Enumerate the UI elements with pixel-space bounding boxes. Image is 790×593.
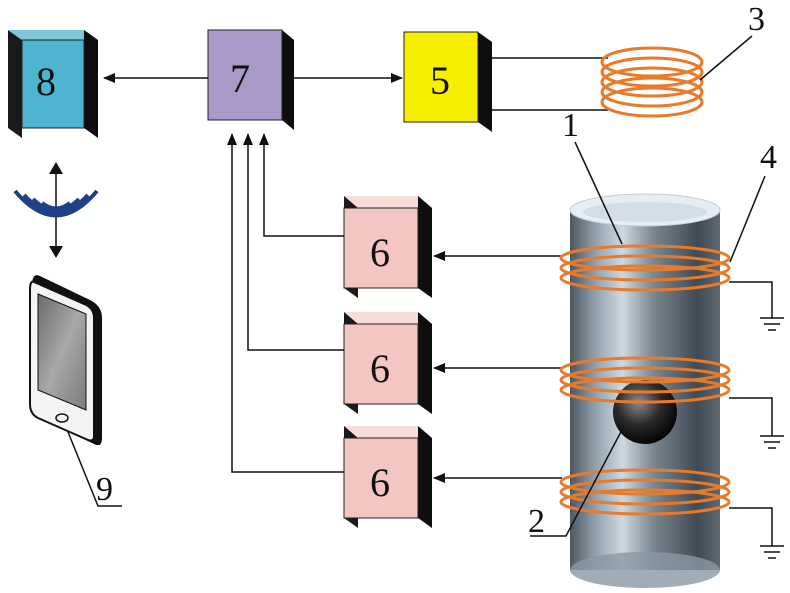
receiver-block-middle: 6 <box>343 312 432 414</box>
callout-leader-9 <box>67 431 122 507</box>
controller-label: 7 <box>230 56 250 101</box>
line-receiver-top-to-controller <box>259 133 344 237</box>
controller-face <box>207 29 283 121</box>
smartphone-icon <box>29 275 102 446</box>
driver-block: 5 <box>403 31 492 132</box>
ground-symbol-icon <box>729 281 784 331</box>
callout-1: 1 <box>562 107 579 144</box>
callout-leader-2 <box>530 425 625 537</box>
driver-face <box>403 31 479 123</box>
sensing-coil-top <box>559 244 731 292</box>
receiver-middle-label: 6 <box>370 346 390 391</box>
callout-leader-4 <box>729 175 766 263</box>
callout-4: 4 <box>760 139 777 176</box>
ground-symbol-icon <box>729 507 784 559</box>
excitation-coil <box>600 46 704 118</box>
receiver-block-top: 6 <box>343 196 432 298</box>
ground-symbol-icon <box>729 397 784 449</box>
driver-label: 5 <box>430 58 450 103</box>
callout-2: 2 <box>528 503 545 540</box>
display-unit-face <box>21 39 85 129</box>
callout-leader-1 <box>574 141 623 245</box>
receiver-bottom-label: 6 <box>370 460 390 505</box>
sensing-coil-bottom <box>559 468 731 516</box>
callout-9: 9 <box>96 471 113 508</box>
wireless-signal-icon <box>13 162 99 258</box>
receiver-top-label: 6 <box>370 230 390 275</box>
sensing-coil-middle <box>559 356 731 404</box>
display-unit-label: 8 <box>36 59 56 104</box>
line-receiver-bottom-to-controller <box>227 133 344 473</box>
line-receiver-middle-to-controller <box>243 133 344 351</box>
receiver-block-bottom: 6 <box>343 426 432 528</box>
display-unit-block: 8 <box>8 30 98 138</box>
controller-block: 7 <box>207 29 294 130</box>
metal-ball <box>613 380 677 444</box>
callout-3: 3 <box>748 1 765 38</box>
callout-leader-3 <box>699 35 753 81</box>
